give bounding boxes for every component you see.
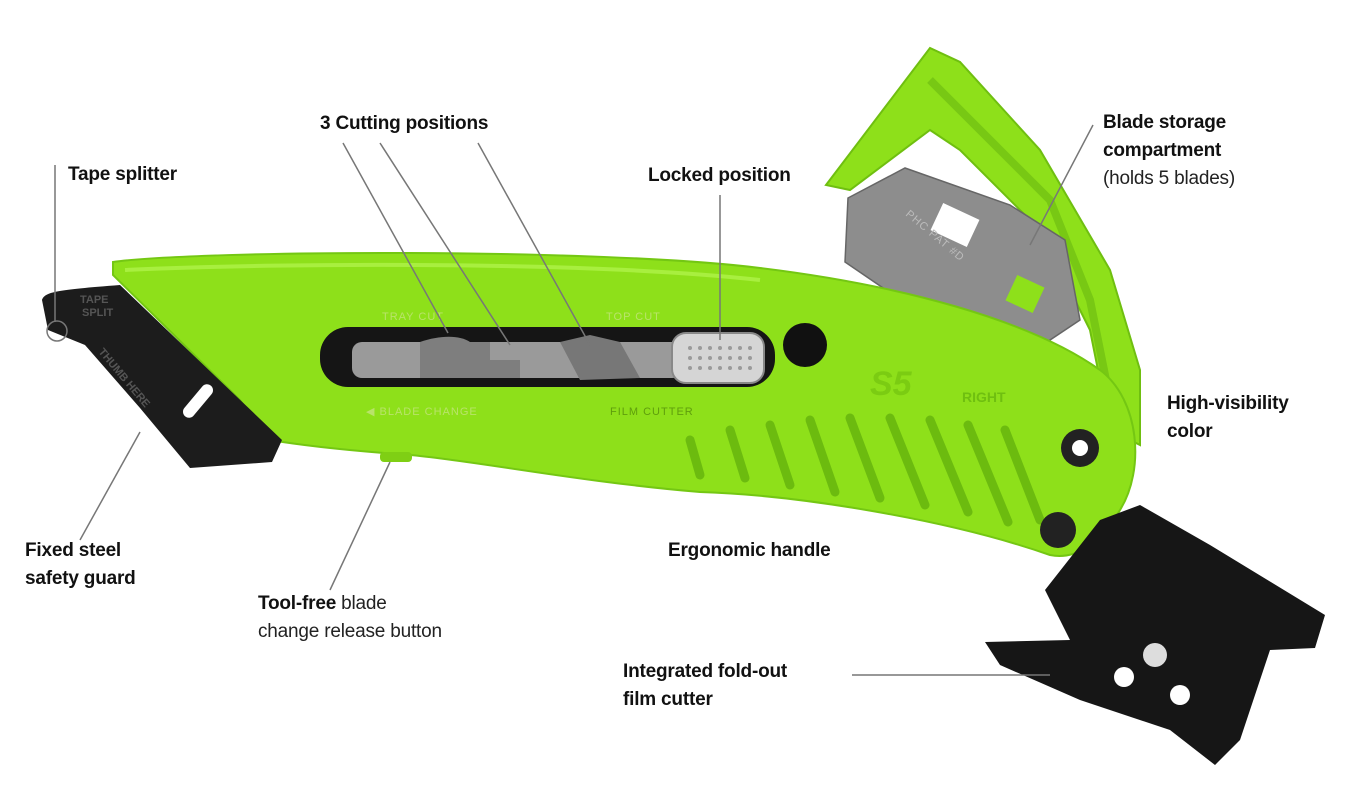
label-cutting-positions: 3 Cutting positions bbox=[320, 113, 489, 134]
model-logo: S5 bbox=[870, 365, 913, 403]
safety-guard bbox=[42, 285, 282, 468]
film-cutter-marking: FILM CUTTER bbox=[610, 406, 694, 418]
film-cutter bbox=[985, 505, 1325, 765]
grip-ribs bbox=[685, 413, 1045, 527]
label-tape-splitter: Tape splitter bbox=[68, 164, 177, 185]
top-cut-marking: TOP CUT bbox=[606, 311, 661, 323]
label-safety-guard: Fixed steel safety guard bbox=[25, 540, 136, 589]
label-tool-free-release: Tool-free blade change release button bbox=[258, 593, 442, 642]
tray-cut-marking: TRAY CUT bbox=[382, 311, 444, 323]
blade-change-marking: ◀ BLADE CHANGE bbox=[366, 406, 478, 418]
svg-text:SPLIT: SPLIT bbox=[82, 307, 113, 319]
tape-split-marking: TAPE bbox=[80, 294, 109, 306]
label-ergonomic-handle: Ergonomic handle bbox=[668, 540, 831, 561]
label-film-cutter: Integrated fold-out film cutter bbox=[623, 661, 788, 710]
label-locked-position: Locked position bbox=[648, 165, 791, 186]
blade-release-button[interactable] bbox=[380, 452, 412, 462]
label-high-visibility: High-visibility color bbox=[1167, 393, 1289, 442]
label-blade-storage: Blade storage compartment (holds 5 blade… bbox=[1103, 112, 1235, 189]
callout-lines bbox=[46, 124, 1094, 676]
screw-icon bbox=[1040, 512, 1076, 548]
pivot-button bbox=[783, 323, 827, 367]
side-marking: RIGHT bbox=[962, 389, 1006, 405]
